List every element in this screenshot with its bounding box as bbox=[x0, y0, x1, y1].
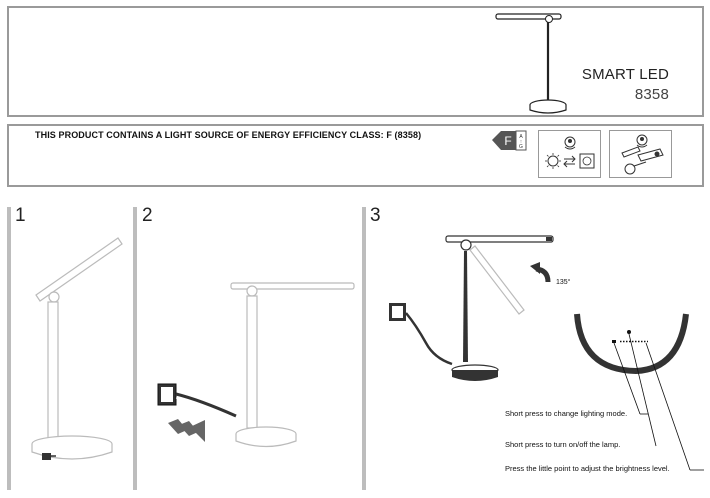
rotation-arrow-icon bbox=[530, 262, 551, 283]
product-code: 8358 bbox=[634, 86, 669, 103]
energy-scale-bottom: G bbox=[519, 144, 523, 150]
caption-brightness: Press the little point to adjust the bri… bbox=[505, 464, 670, 473]
lamp-touch-icon bbox=[621, 134, 664, 175]
step-2-lamp-illustration bbox=[230, 282, 355, 448]
lamp-thumb-head bbox=[495, 13, 562, 20]
rotation-angle-label: 135° bbox=[556, 278, 571, 286]
energy-scale-arrow: ↑ bbox=[520, 139, 523, 145]
step-number-3: 3 bbox=[370, 205, 381, 226]
step-number-1: 1 bbox=[15, 205, 26, 226]
step-number-2: 2 bbox=[142, 205, 153, 226]
step-2-power-adapter-icon bbox=[157, 383, 237, 421]
step-3-power-adapter-icon bbox=[389, 303, 453, 366]
step-3-divider bbox=[362, 207, 366, 490]
energy-scale-top: A bbox=[519, 134, 523, 140]
energy-statement: THIS PRODUCT CONTAINS A LIGHT SOURCE OF … bbox=[35, 130, 422, 140]
energy-class-letter: F bbox=[504, 134, 511, 148]
caption-power: Short press to turn on/off the lamp. bbox=[505, 440, 621, 449]
lamp-thumbnail-illustration bbox=[495, 13, 567, 114]
header-panel: SMART LED 8358 bbox=[7, 6, 704, 117]
step-2-direction-arrows-icon bbox=[168, 419, 205, 442]
step-2-divider bbox=[133, 207, 137, 490]
energy-scale-box bbox=[515, 130, 527, 151]
touch-control-detail bbox=[574, 313, 704, 471]
power-dot-icon bbox=[627, 330, 631, 334]
product-name: SMART LED bbox=[581, 66, 669, 83]
step-1-lamp-illustration bbox=[31, 237, 123, 460]
sun-icon-left bbox=[547, 155, 559, 167]
step-3-rotated-head-ghost bbox=[469, 245, 525, 315]
step-1-cable-plug bbox=[42, 453, 56, 460]
caption-mode: Short press to change lighting mode. bbox=[505, 409, 628, 418]
mode-button-icon bbox=[612, 340, 616, 343]
energy-arrow-shape bbox=[492, 131, 516, 150]
swap-arrows-icon bbox=[563, 155, 576, 168]
sun-swap-icon bbox=[545, 136, 595, 169]
brightness-switch-card bbox=[609, 130, 672, 178]
step-3-lamp-illustration bbox=[445, 235, 554, 381]
lamp-thumb-base-side bbox=[529, 105, 567, 114]
step-1-divider bbox=[7, 207, 11, 490]
light-color-switch-card bbox=[538, 130, 601, 178]
